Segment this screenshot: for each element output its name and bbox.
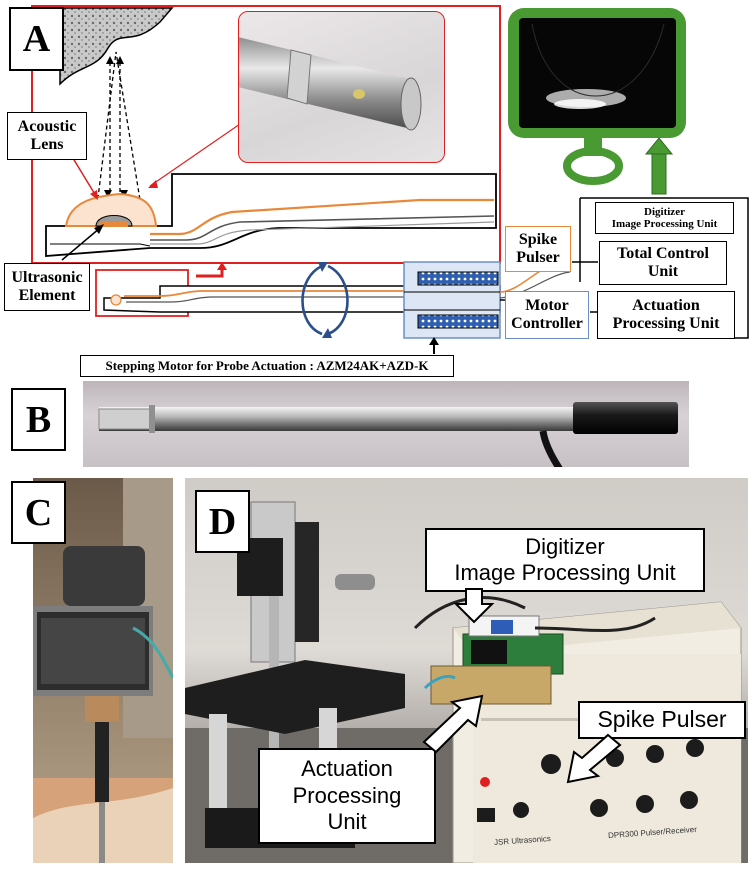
digitizer-callout-line1: Digitizer [525,533,605,559]
actuation-processing-label: Actuation Processing Unit [597,291,735,339]
panel-d-letter: D [195,490,250,553]
actuation-callout-line2: Processing [292,782,402,808]
actuation-arrow-icon [422,694,484,754]
actuation-callout-line1: Actuation [301,756,393,782]
actuation-callout-line3: Unit [327,809,367,835]
digitizer-callout: Digitizer Image Processing Unit [425,528,705,592]
panel-b-letter: B [11,388,66,451]
probe-photo [98,402,678,467]
monitor-icon [508,8,686,185]
motor-controller-label: Motor Controller [505,291,589,339]
probe-tip-render [239,37,422,131]
total-control-label: Total Control Unit [599,241,727,285]
probe-body-enlarged [45,173,497,257]
digitizer-line2: Image Processing Unit [611,218,718,230]
spike-pulser-callout: Spike Pulser [578,701,746,739]
actuation-callout: Actuation Processing Unit [258,748,436,844]
digitizer-arrow-icon [453,588,495,624]
panel-a-schematic [31,5,749,354]
ultrasonic-element-label: Ultrasonic Element [4,263,90,311]
probe-tip-photo [238,11,445,163]
panel-a: A Acoustic Lens Ultrasonic Element Spike… [0,0,753,377]
digitizer-box: Digitizer Image Processing Unit [595,202,734,234]
spike-pulser-label: Spike Pulser [505,226,571,272]
motor-photo [33,478,173,863]
acoustic-lens-dome [64,192,158,227]
stepping-motor-label: Stepping Motor for Probe Actuation : AZM… [80,355,454,377]
digitizer-callout-line2: Image Processing Unit [454,560,676,585]
acoustic-rays [96,51,142,207]
spike-pulser-arrow-icon [566,733,622,784]
panel-c-letter: C [11,481,66,544]
panel-a-letter: A [9,7,64,71]
tissue-surface [59,7,174,86]
orange-cable-enlarged [150,198,494,236]
panel-b [83,381,689,467]
digitizer-line1: Digitizer [644,205,685,218]
acoustic-lens-label: Acoustic Lens [7,112,87,160]
rotation-arrows-icon [301,264,349,336]
